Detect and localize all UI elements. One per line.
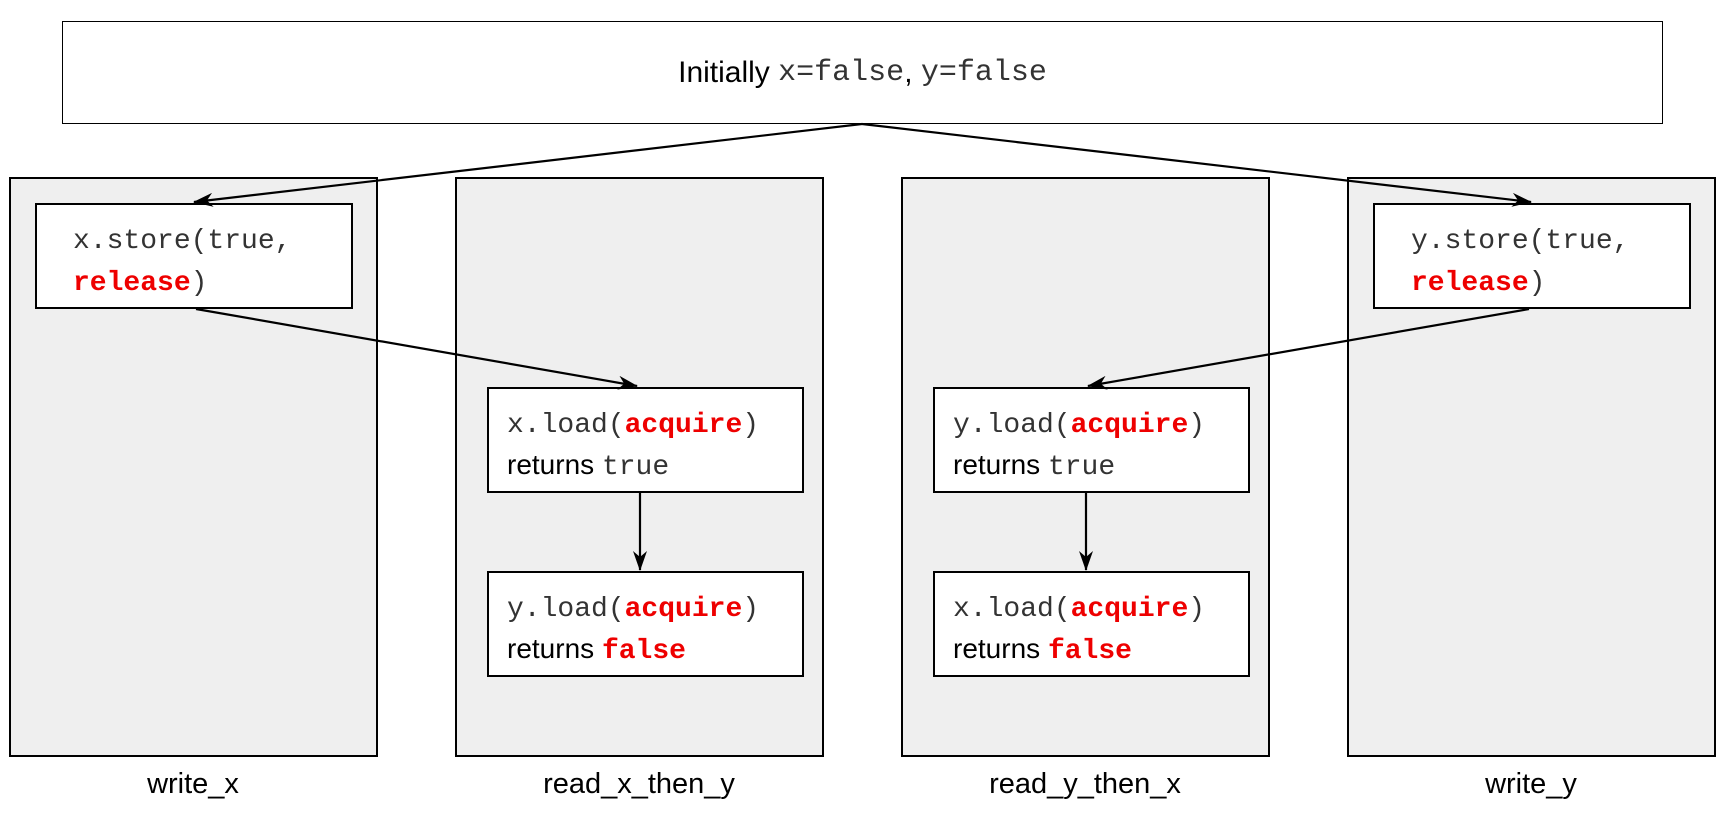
y-store-release-box: y.store(true, release) [1373, 203, 1691, 309]
arrow-x-store-to-x-load [195, 307, 638, 390]
y-load-acquire-box-2: y.load(acquire) returns true [933, 387, 1250, 493]
initial-y-state: y=false [920, 55, 1047, 90]
initial-prefix: Initially [678, 55, 770, 89]
y-load-returns-2: returns [953, 449, 1041, 480]
initial-x-state: x=false [778, 55, 905, 90]
x-load-returns-2: returns [953, 633, 1041, 664]
y-load-result-2: true [1047, 452, 1116, 483]
y-load-result-1: false [601, 636, 686, 667]
y-store-order: release [1411, 268, 1529, 299]
arrow-init-to-y-store [861, 122, 1532, 207]
x-store-order: release [73, 268, 191, 299]
thread-label-read-x-then-y: read_x_then_y [543, 768, 735, 800]
x-load-code-1: x.load( [507, 410, 625, 441]
x-load-code-2: x.load( [953, 594, 1071, 625]
x-load-close-1: ) [742, 410, 760, 441]
x-load-acquire-box-2: x.load(acquire) returns false [933, 571, 1250, 677]
initial-state-box: Initially x=false, y=false [62, 21, 1663, 124]
y-load-order-1: acquire [624, 594, 743, 625]
x-store-release-box: x.store(true, release) [35, 203, 353, 309]
y-load-returns-1: returns [507, 633, 595, 664]
y-load-close-2: ) [1188, 410, 1206, 441]
x-load-acquire-box-1: x.load(acquire) returns true [487, 387, 804, 493]
thread-label-read-y-then-x: read_y_then_x [989, 768, 1181, 800]
x-store-close: ) [190, 268, 208, 299]
y-load-close-1: ) [742, 594, 760, 625]
y-store-code: y.store(true, [1411, 226, 1630, 257]
y-load-code-2: y.load( [953, 410, 1071, 441]
x-load-order-1: acquire [624, 410, 743, 441]
thread-label-write-x: write_x [147, 768, 239, 800]
y-load-code-1: y.load( [507, 594, 625, 625]
x-load-result-1: true [601, 452, 670, 483]
x-load-close-2: ) [1188, 594, 1206, 625]
initial-separator: , [904, 55, 921, 89]
x-load-result-2: false [1047, 636, 1132, 667]
y-load-order-2: acquire [1070, 410, 1189, 441]
x-load-returns-1: returns [507, 449, 595, 480]
arrow-init-to-x-store [193, 122, 863, 207]
thread-label-write-y: write_y [1485, 768, 1577, 800]
x-store-code: x.store(true, [73, 226, 292, 257]
y-store-close: ) [1528, 268, 1546, 299]
x-load-order-2: acquire [1070, 594, 1189, 625]
arrow-y-store-to-y-load [1087, 307, 1530, 390]
y-load-acquire-box-1: y.load(acquire) returns false [487, 571, 804, 677]
